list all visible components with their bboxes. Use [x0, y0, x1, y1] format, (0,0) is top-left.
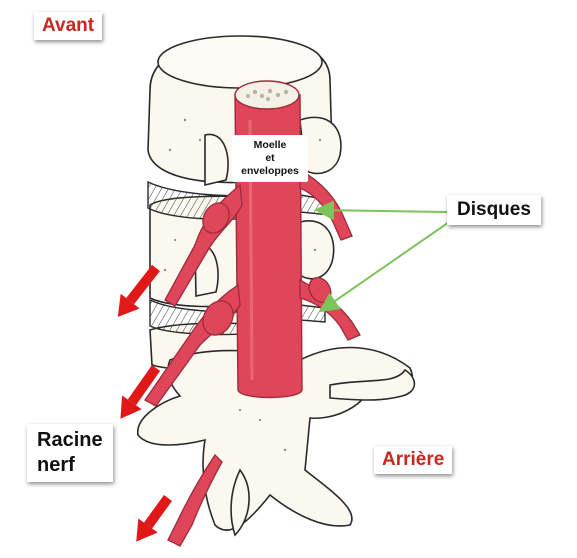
- spinal-cord-label-line1: Moelle: [253, 139, 287, 151]
- arrow-lower: [136, 495, 173, 542]
- arrow-middle: [120, 365, 161, 419]
- front-label: Avant: [34, 12, 103, 40]
- spinal-cord-label-line2: et: [265, 152, 275, 164]
- spinal-cord-label: Moelle et enveloppes: [232, 135, 308, 182]
- pointer-lower-disc: [318, 219, 453, 313]
- discs-label: Disques: [447, 195, 541, 225]
- cord-cross-section: [234, 80, 300, 110]
- nerve-root-lower-left: [167, 453, 223, 547]
- nerve-root-label-line1: Racine: [37, 429, 103, 451]
- nerve-root-label-line2: nerf: [37, 454, 75, 476]
- disc-pointers: [314, 200, 453, 313]
- back-label: Arrière: [374, 446, 453, 474]
- spinal-cord: [234, 80, 303, 399]
- pointer-upper-disc: [314, 200, 448, 221]
- arrow-upper: [117, 264, 160, 317]
- vertebra-top-endplate: [157, 35, 323, 89]
- red-arrows: [117, 264, 173, 542]
- spinal-cord-label-line3: enveloppes: [241, 165, 299, 177]
- nerve-root-label: Racine nerf: [27, 424, 113, 482]
